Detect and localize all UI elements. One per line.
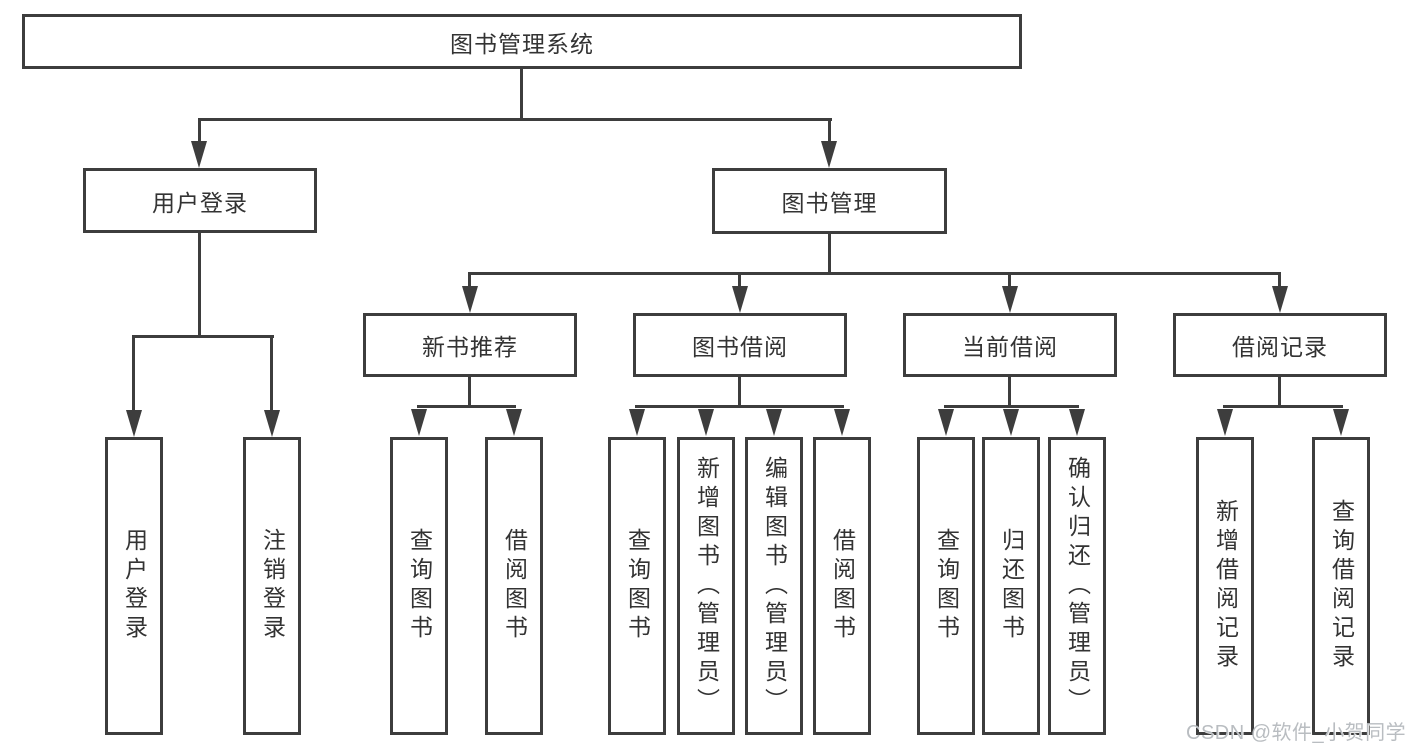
leaf-borrow-books-recommend-label: 借阅图书: [501, 528, 528, 644]
line-v: [828, 234, 831, 275]
leaf-borrow-books: 借阅图书: [813, 437, 871, 735]
line-v: [738, 272, 741, 290]
leaf-add-book-admin-label: 新增图书（管理员）: [693, 455, 720, 717]
leaf-return-book: 归还图书: [982, 437, 1040, 735]
arrow-down-icon: [1002, 286, 1018, 313]
leaf-add-book-admin: 新增图书（管理员）: [677, 437, 735, 735]
leaf-query-books-recommend: 查询图书: [390, 437, 448, 735]
leaf-query-books-borrow: 查询图书: [608, 437, 666, 735]
node-root: 图书管理系统: [22, 14, 1022, 69]
arrow-down-icon: [1069, 409, 1085, 436]
line-v: [520, 69, 523, 121]
line-h: [635, 405, 844, 408]
arrow-down-icon: [629, 409, 645, 436]
node-book-borrow: 图书借阅: [633, 313, 847, 377]
line-v: [1008, 377, 1011, 408]
arrow-down-icon: [834, 409, 850, 436]
node-borrow-records-label: 借阅记录: [1232, 334, 1328, 360]
leaf-confirm-return-admin: 确认归还（管理员）: [1048, 437, 1106, 735]
leaf-borrow-books-recommend: 借阅图书: [485, 437, 543, 735]
node-new-book-recommend: 新书推荐: [363, 313, 577, 377]
arrow-down-icon: [1272, 286, 1288, 313]
node-user-login: 用户登录: [83, 168, 317, 233]
line-v: [738, 377, 741, 408]
leaf-user-login: 用户登录: [105, 437, 163, 735]
leaf-add-borrow-record: 新增借阅记录: [1196, 437, 1254, 735]
leaf-logout: 注销登录: [243, 437, 301, 735]
arrow-down-icon: [126, 410, 142, 437]
arrow-down-icon: [766, 409, 782, 436]
node-book-management-label: 图书管理: [781, 190, 878, 216]
arrow-down-icon: [938, 409, 954, 436]
leaf-confirm-return-admin-label: 确认归还（管理员）: [1064, 455, 1091, 717]
line-h: [944, 405, 1079, 408]
line-v: [1008, 272, 1011, 290]
line-h: [198, 118, 832, 121]
arrow-down-icon: [264, 410, 280, 437]
csdn-watermark: CSDN @软件_小贺同学: [1186, 722, 1405, 744]
line-h: [468, 272, 1281, 275]
line-v: [1278, 377, 1281, 408]
line-v: [198, 118, 201, 144]
line-v: [270, 335, 273, 411]
leaf-edit-book-admin-label: 编辑图书（管理员）: [761, 455, 788, 717]
line-v: [468, 377, 471, 408]
node-book-borrow-label: 图书借阅: [692, 334, 788, 360]
leaf-query-books-recommend-label: 查询图书: [406, 528, 433, 644]
leaf-user-login-label: 用户登录: [121, 528, 148, 644]
leaf-edit-book-admin: 编辑图书（管理员）: [745, 437, 803, 735]
line-v: [1278, 272, 1281, 290]
node-current-borrow-label: 当前借阅: [962, 334, 1058, 360]
node-current-borrow: 当前借阅: [903, 313, 1117, 377]
leaf-query-borrow-record-label: 查询借阅记录: [1328, 499, 1355, 673]
line-v: [198, 232, 201, 338]
line-h: [417, 405, 516, 408]
leaf-logout-label: 注销登录: [259, 528, 286, 644]
leaf-borrow-books-label: 借阅图书: [829, 528, 856, 644]
line-v: [468, 272, 471, 290]
arrow-down-icon: [506, 409, 522, 436]
node-borrow-records: 借阅记录: [1173, 313, 1387, 377]
arrow-down-icon: [1333, 409, 1349, 436]
node-book-management: 图书管理: [712, 168, 947, 234]
node-root-label: 图书管理系统: [450, 30, 594, 57]
arrow-down-icon: [191, 141, 207, 168]
leaf-query-books-borrow-label: 查询图书: [624, 528, 651, 644]
arrow-down-icon: [462, 286, 478, 313]
line-h: [132, 335, 274, 338]
arrow-down-icon: [411, 409, 427, 436]
arrow-down-icon: [1217, 409, 1233, 436]
leaf-query-borrow-record: 查询借阅记录: [1312, 437, 1370, 735]
leaf-return-book-label: 归还图书: [998, 528, 1025, 644]
node-new-book-recommend-label: 新书推荐: [422, 334, 518, 360]
leaf-query-books-current: 查询图书: [917, 437, 975, 735]
line-v: [828, 118, 831, 144]
arrow-down-icon: [698, 409, 714, 436]
leaf-query-books-current-label: 查询图书: [933, 528, 960, 644]
arrow-down-icon: [821, 141, 837, 168]
line-v: [132, 335, 135, 411]
line-h: [1223, 405, 1343, 408]
arrow-down-icon: [732, 286, 748, 313]
arrow-down-icon: [1003, 409, 1019, 436]
leaf-add-borrow-record-label: 新增借阅记录: [1212, 499, 1239, 673]
node-user-login-label: 用户登录: [152, 189, 248, 216]
